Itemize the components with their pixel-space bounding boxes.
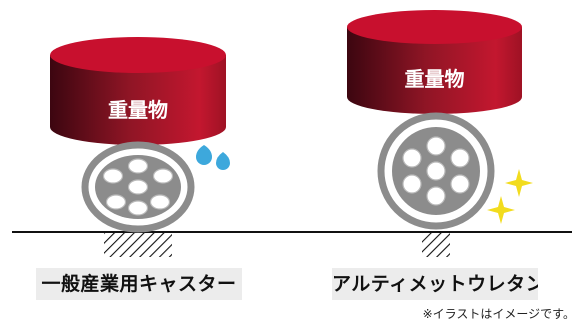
left-caption: 一般産業用キャスター: [36, 268, 242, 300]
sparkle-icon: [487, 169, 533, 224]
right-floor-hatch: [422, 233, 450, 257]
left-wheel: [81, 141, 195, 233]
right-caption: アルティメットウレタン: [332, 268, 538, 300]
illustration-note: ※イラストはイメージです。: [422, 307, 575, 321]
right-weight-label: 重量物: [405, 67, 465, 91]
left-floor-hatch: [104, 233, 172, 257]
right-weight: 重量物: [347, 10, 522, 114]
left-weight: 重量物: [50, 37, 226, 145]
right-wheel: [377, 112, 495, 230]
water-drop-icon: [196, 145, 230, 170]
left-weight-label: 重量物: [108, 98, 168, 122]
